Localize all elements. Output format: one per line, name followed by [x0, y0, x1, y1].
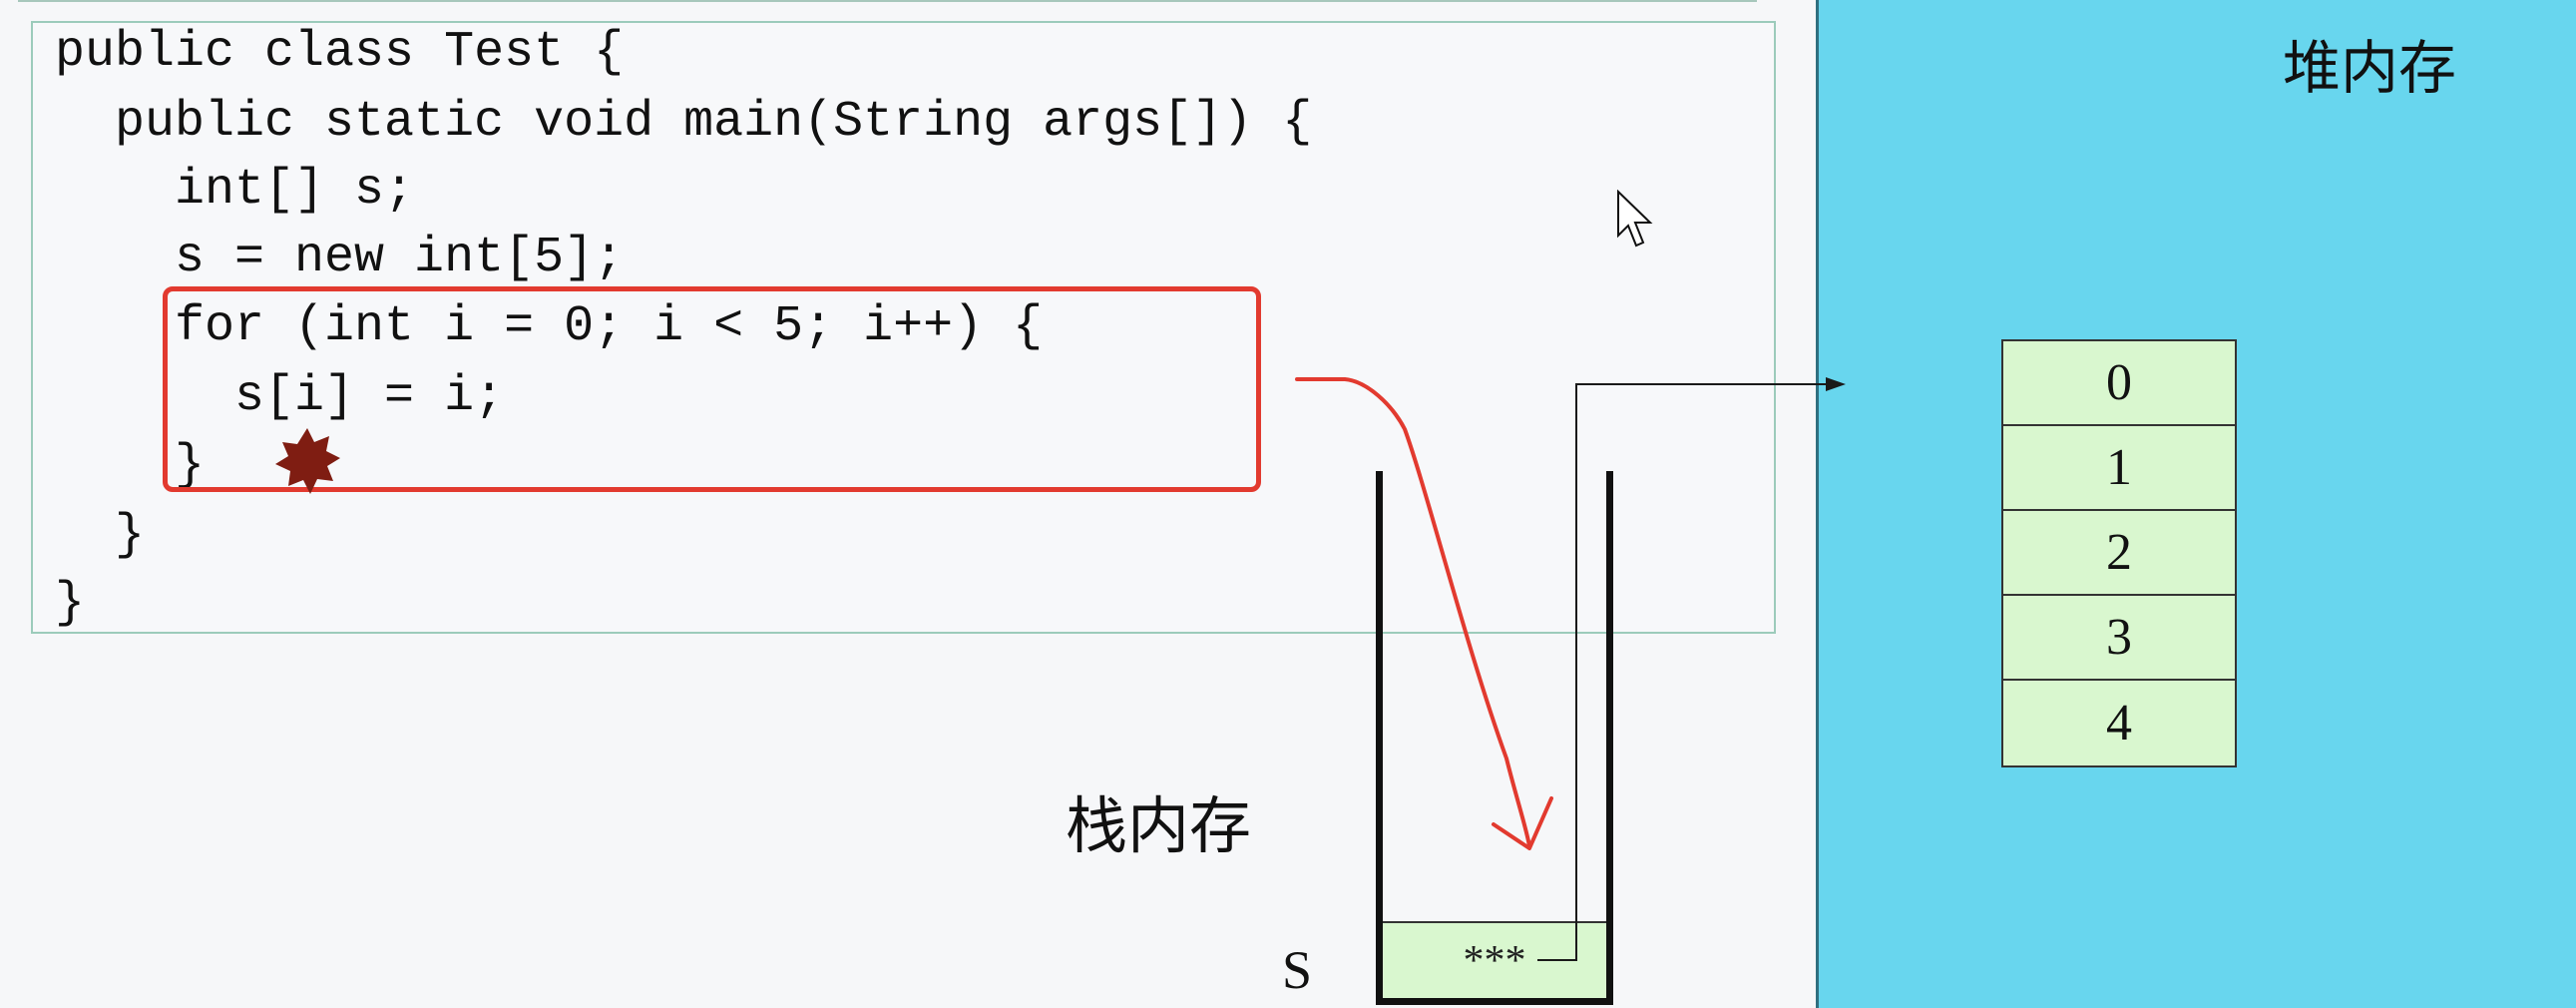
loop-highlight-box [163, 286, 1261, 492]
red-annotation-arrow [1295, 377, 1531, 848]
heap-array: 0 1 2 3 4 [2001, 339, 2237, 767]
heap-cell: 1 [2003, 426, 2235, 511]
reference-arrow-head [1826, 377, 1846, 391]
stack-memory: *** [1376, 471, 1613, 1005]
heap-memory-title: 堆内存 [2283, 36, 2457, 101]
stack-bottom-wall [1376, 998, 1613, 1005]
stack-variable-label: S [1282, 940, 1313, 1000]
heap-cell: 2 [2003, 511, 2235, 596]
top-divider [18, 0, 1757, 3]
code-panel: public class Test { public static void m… [31, 21, 1776, 634]
code-line-9: } [55, 575, 86, 632]
code-line-3: int[] s; [55, 162, 415, 219]
stack-memory-title: 栈内存 [1066, 792, 1252, 861]
code-line-5: for (int i = 0; i < 5; i++) { [55, 298, 1044, 355]
code-line-2: public static void main(String args[]) { [55, 94, 1313, 151]
code-line-8: } [55, 507, 146, 564]
heap-cell: 3 [2003, 596, 2235, 681]
code-line-1: public class Test { [55, 24, 625, 81]
stack-right-wall [1606, 471, 1613, 1005]
reference-arrow-line [1537, 383, 1826, 961]
code-line-4: s = new int[5]; [55, 230, 625, 286]
red-arrow-head [1492, 796, 1553, 850]
code-line-7: } [55, 437, 206, 494]
mouse-pointer-icon [1617, 190, 1653, 248]
stack-left-wall [1376, 471, 1383, 1005]
heap-cell: 4 [2106, 695, 2132, 752]
heap-cell: 0 [2003, 341, 2235, 426]
code-line-6: s[i] = i; [55, 368, 505, 425]
breakpoint-burst-icon [275, 428, 340, 494]
